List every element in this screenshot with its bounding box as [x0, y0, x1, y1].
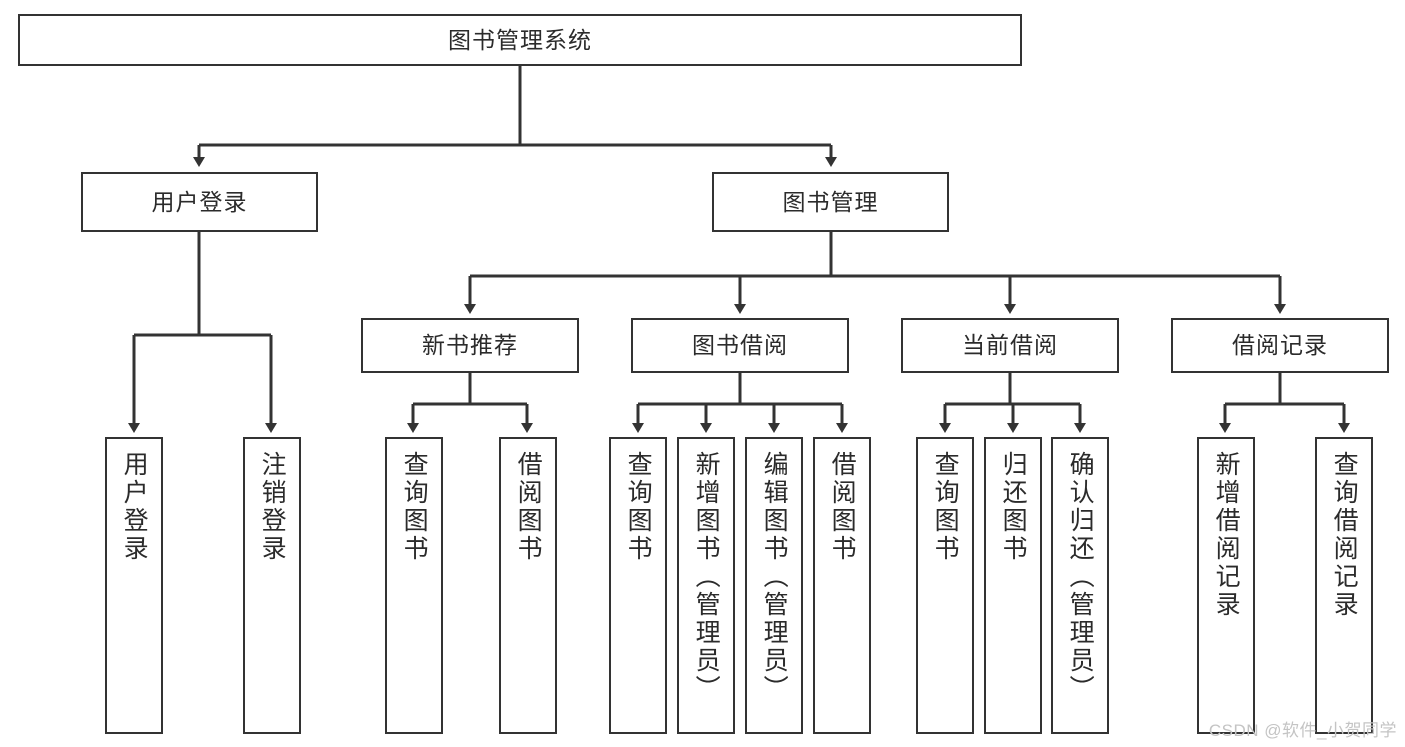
leaf-logout[interactable]: 注销登录: [243, 437, 301, 734]
node-label: 查询借阅记录: [1330, 451, 1359, 619]
leaf-return-book[interactable]: 归还图书: [984, 437, 1042, 734]
leaf-query-book-borrowing[interactable]: 查询图书: [609, 437, 667, 734]
node-book-management-system[interactable]: 图书管理系统: [18, 14, 1022, 66]
leaf-add-borrow-record[interactable]: 新增借阅记录: [1197, 437, 1255, 734]
node-user-login[interactable]: 用户登录: [81, 172, 318, 232]
node-new-book-recommendation[interactable]: 新书推荐: [361, 318, 579, 373]
node-label: 查询图书: [624, 451, 653, 563]
node-label: 借阅记录: [1232, 332, 1328, 359]
node-label: 图书管理系统: [448, 26, 592, 53]
node-label: 新增借阅记录: [1212, 451, 1241, 619]
leaf-user-login[interactable]: 用户登录: [105, 437, 163, 734]
leaf-borrow-book-recommendation[interactable]: 借阅图书: [499, 437, 557, 734]
node-label: 新书推荐: [422, 332, 518, 359]
leaf-borrow-book-borrowing[interactable]: 借阅图书: [813, 437, 871, 734]
leaf-add-book-admin[interactable]: 新增图书（管理员）: [677, 437, 735, 734]
node-borrowing-records[interactable]: 借阅记录: [1171, 318, 1389, 373]
node-current-borrowing[interactable]: 当前借阅: [901, 318, 1119, 373]
node-book-borrowing[interactable]: 图书借阅: [631, 318, 849, 373]
node-label: 用户登录: [151, 188, 248, 215]
leaf-query-book-current[interactable]: 查询图书: [916, 437, 974, 734]
node-label: 查询图书: [931, 451, 960, 563]
leaf-confirm-return-admin[interactable]: 确认归还（管理员）: [1051, 437, 1109, 734]
node-label: 借阅图书: [828, 451, 857, 563]
node-label: 查询图书: [400, 451, 429, 563]
node-label: 图书管理: [782, 188, 879, 215]
node-label: 用户登录: [120, 451, 149, 563]
leaf-query-book-recommendation[interactable]: 查询图书: [385, 437, 443, 734]
watermark: CSDN @软件_小贺同学: [1208, 721, 1397, 740]
leaf-edit-book-admin[interactable]: 编辑图书（管理员）: [745, 437, 803, 734]
node-label: 确认归还（管理员）: [1066, 451, 1095, 703]
leaf-query-borrow-record[interactable]: 查询借阅记录: [1315, 437, 1373, 734]
node-label: 借阅图书: [514, 451, 543, 563]
node-label: 归还图书: [999, 451, 1028, 563]
node-label: 编辑图书（管理员）: [760, 451, 789, 703]
node-label: 注销登录: [258, 451, 287, 563]
node-label: 当前借阅: [962, 332, 1058, 359]
node-label: 图书借阅: [692, 332, 788, 359]
node-book-management[interactable]: 图书管理: [712, 172, 949, 232]
node-label: 新增图书（管理员）: [692, 451, 721, 703]
